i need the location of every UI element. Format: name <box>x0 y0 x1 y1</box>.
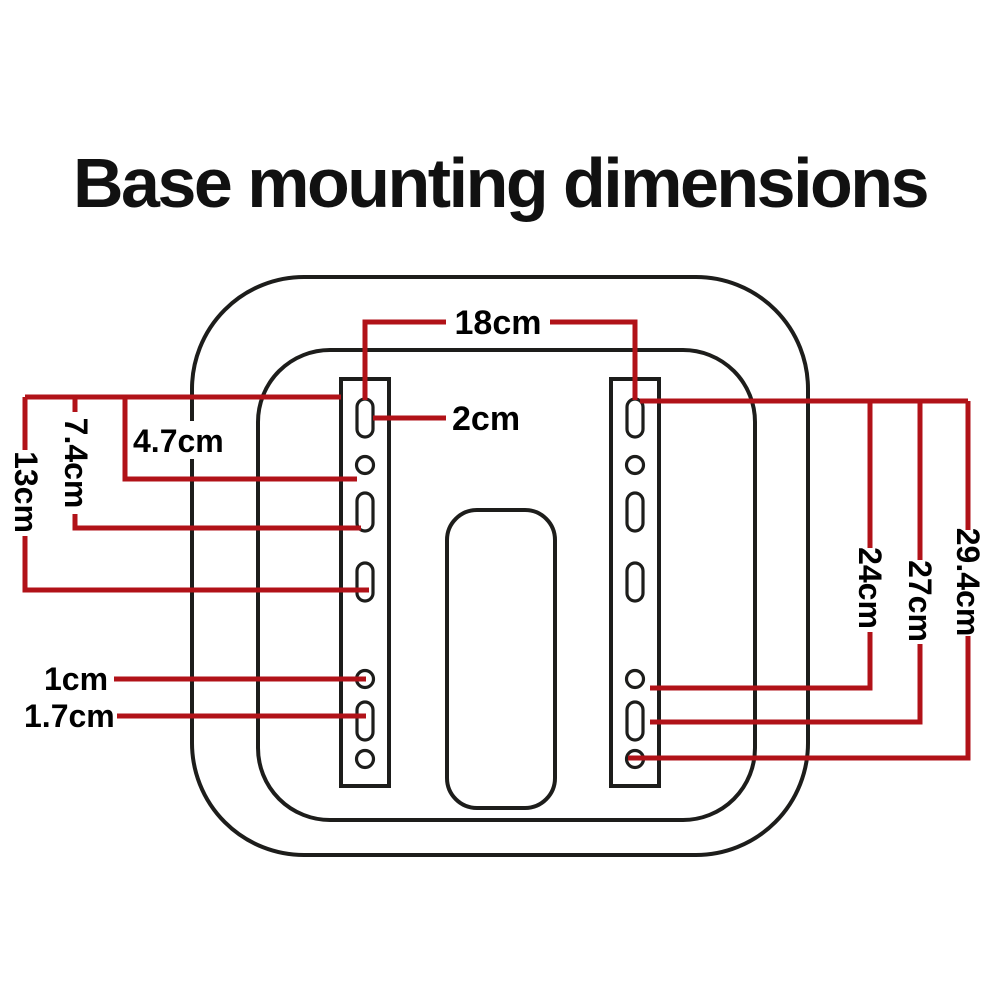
dimension-labels: 18cm 2cm 4.7cm 7.4cm 13cm 1cm 1.7cm 24cm… <box>8 304 986 734</box>
backplate-27cm <box>901 560 939 644</box>
dim-label-4-7cm: 4.7cm <box>133 423 224 459</box>
mounting-rail-left <box>339 377 391 788</box>
rail-left-slot-4 <box>355 700 375 742</box>
rail-left-slot-2 <box>355 491 375 533</box>
rail-left-hole-1 <box>354 454 376 476</box>
rail-right-slot-2 <box>625 491 645 533</box>
rail-right-slot-4 <box>625 700 645 742</box>
backplate-24cm <box>851 548 889 632</box>
rail-right-hole-2 <box>624 668 646 690</box>
dim-label-1cm: 1cm <box>44 661 108 697</box>
backplate-13cm <box>7 450 45 536</box>
rail-left-hole-3 <box>354 748 376 770</box>
dimension-lines <box>22 319 971 761</box>
rail-right-slot-3 <box>625 561 645 603</box>
dim-line-29-4cm <box>628 401 971 761</box>
page-title: Base mounting dimensions <box>73 144 930 222</box>
dim-label-18cm: 18cm <box>455 304 542 342</box>
dim-label-1-7cm: 1.7cm <box>24 698 115 734</box>
inner-base-outline <box>256 348 757 822</box>
rail-left-slot-1 <box>355 397 375 439</box>
dim-label-29-4cm: 29.4cm <box>950 528 986 637</box>
rail-left-slot-3 <box>355 561 375 603</box>
dim-label-24cm: 24cm <box>852 547 888 629</box>
dim-label-7-4cm: 7.4cm <box>58 418 94 509</box>
backplate-29-4cm <box>949 530 987 636</box>
backplate-18cm <box>446 303 550 341</box>
center-pedestal-outline <box>445 508 557 810</box>
label-backplates <box>7 303 987 644</box>
dim-line-7-4cm <box>72 397 361 531</box>
rail-right-slot-1 <box>625 397 645 439</box>
backplate-7-4cm <box>57 412 95 514</box>
seat-base-outline <box>190 275 810 857</box>
outer-base-outline <box>190 275 810 857</box>
mounting-rail-right <box>609 377 661 788</box>
rail-right-hole-1 <box>624 454 646 476</box>
dim-label-13cm: 13cm <box>8 451 44 533</box>
dim-line-27cm <box>650 401 923 725</box>
backplate-4-7cm <box>128 421 230 459</box>
dim-label-27cm: 27cm <box>902 560 938 642</box>
dim-label-2cm: 2cm <box>452 400 520 438</box>
dim-line-24cm <box>650 401 873 691</box>
dim-line-4-7cm <box>122 397 357 482</box>
